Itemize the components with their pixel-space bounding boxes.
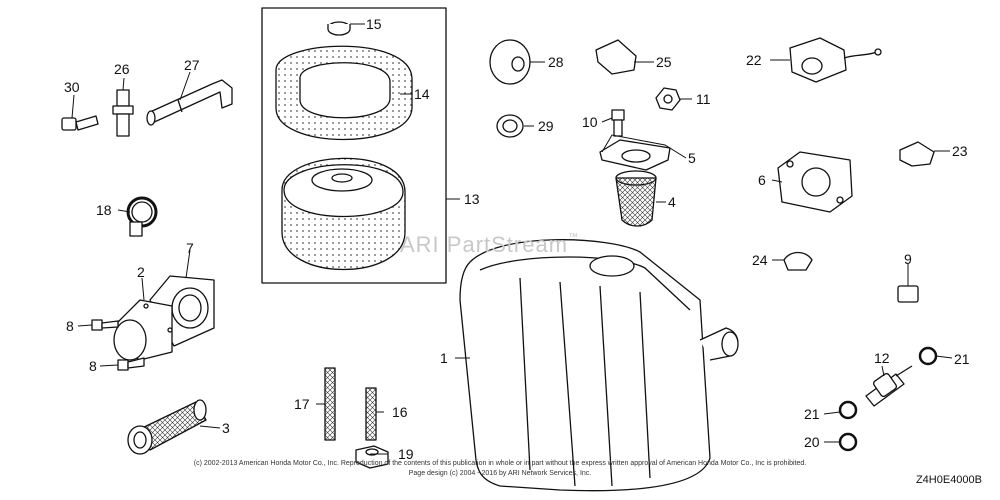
air-filter-group-frame xyxy=(261,7,447,284)
copyright-line-1: (c) 2002-2013 American Honda Motor Co., … xyxy=(193,460,807,467)
part-20-clamp xyxy=(838,432,858,452)
part-3-arrester-screen xyxy=(127,399,207,455)
callout-6: 6 xyxy=(758,172,766,188)
part-28-washer xyxy=(489,39,531,85)
callout-24: 24 xyxy=(752,252,768,268)
part-25-clip xyxy=(595,39,637,75)
callout-20: 20 xyxy=(804,434,820,450)
callout-29: 29 xyxy=(538,118,554,134)
leader-lines xyxy=(71,23,953,455)
part-13-paper-element xyxy=(281,157,406,270)
part-8-screw-a xyxy=(91,319,119,331)
part-4-screen-filter xyxy=(615,170,657,227)
part-21-clamp-b xyxy=(838,400,858,420)
callout-18: 18 xyxy=(96,202,112,218)
callout-11: 11 xyxy=(696,91,711,107)
part-23-clip xyxy=(899,141,935,167)
part-19-nut xyxy=(355,445,389,469)
part-10-screw xyxy=(611,109,625,137)
part-12-fuel-filter xyxy=(865,365,913,407)
diagram-code: Z4H0E4000B xyxy=(915,474,982,486)
callout-15: 15 xyxy=(366,16,382,32)
callout-26: 26 xyxy=(114,61,130,77)
callout-19: 19 xyxy=(398,446,414,462)
part-18-clamp xyxy=(126,196,158,237)
callout-4: 4 xyxy=(668,194,676,210)
callout-8-a: 8 xyxy=(66,318,74,334)
callout-9: 9 xyxy=(904,251,912,267)
callout-14: 14 xyxy=(414,86,430,102)
part-1-muffler xyxy=(459,239,739,492)
callout-5: 5 xyxy=(688,150,696,166)
callout-27: 27 xyxy=(184,57,200,73)
callout-17: 17 xyxy=(294,396,310,412)
part-6-gasket xyxy=(777,151,853,213)
watermark: ARI PartStream™ xyxy=(400,232,580,257)
callout-8-b: 8 xyxy=(89,358,97,374)
part-16-stud xyxy=(365,387,377,441)
callout-28: 28 xyxy=(548,54,564,70)
callout-1: 1 xyxy=(440,350,448,366)
callout-7: 7 xyxy=(186,240,194,256)
part-22-sensor xyxy=(789,37,882,83)
part-14-foam-element xyxy=(275,45,413,141)
part-21-clamp-a xyxy=(918,346,938,366)
part-24-key xyxy=(783,251,813,271)
callout-22: 22 xyxy=(746,52,762,68)
part-26-fitting xyxy=(112,89,134,137)
part-17-stud xyxy=(324,367,336,441)
callout-12: 12 xyxy=(874,350,890,366)
part-29-ring xyxy=(496,114,524,138)
part-30-bolt xyxy=(61,115,99,131)
part-9-block xyxy=(897,285,919,303)
part-11-nut xyxy=(655,87,681,111)
callout-2: 2 xyxy=(137,264,145,280)
callout-30: 30 xyxy=(64,79,80,95)
callout-25: 25 xyxy=(656,54,672,70)
callout-13: 13 xyxy=(464,191,480,207)
callout-3: 3 xyxy=(222,420,230,436)
callout-21-a: 21 xyxy=(954,351,970,367)
part-15-grommet xyxy=(327,21,351,36)
callout-10: 10 xyxy=(582,114,598,130)
callout-23: 23 xyxy=(952,143,968,159)
callout-21-b: 21 xyxy=(804,406,820,422)
copyright-line-2: Page design (c) 2004 - 2016 by ARI Netwo… xyxy=(408,470,592,477)
part-2-arrester-housing xyxy=(113,299,173,361)
part-5-gasket xyxy=(599,139,671,171)
callout-16: 16 xyxy=(392,404,408,420)
part-27-tube xyxy=(146,79,233,126)
